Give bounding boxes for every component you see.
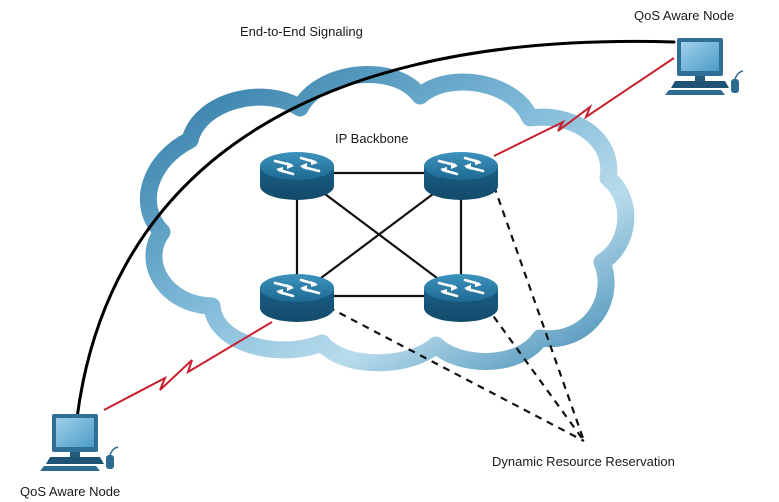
router-icon bbox=[422, 150, 500, 202]
router-icon bbox=[422, 272, 500, 324]
end-to-end-signaling-path bbox=[75, 39, 676, 420]
reservation-label: Dynamic Resource Reservation bbox=[492, 454, 675, 469]
backbone-label: IP Backbone bbox=[335, 131, 408, 146]
router-icon bbox=[258, 150, 336, 202]
computer-icon bbox=[39, 413, 119, 472]
qos-node-label-top-right: QoS Aware Node bbox=[634, 8, 734, 23]
signaling-label: End-to-End Signaling bbox=[240, 24, 363, 39]
computer-icon bbox=[664, 37, 744, 96]
router-icon bbox=[258, 272, 336, 324]
qos-node-label-bottom-left: QoS Aware Node bbox=[20, 484, 120, 499]
ip-backbone-cloud bbox=[139, 66, 635, 372]
wan-link-bottom-left bbox=[103, 321, 273, 411]
reservation-lines bbox=[327, 185, 586, 442]
wan-link-top-right bbox=[493, 57, 675, 157]
